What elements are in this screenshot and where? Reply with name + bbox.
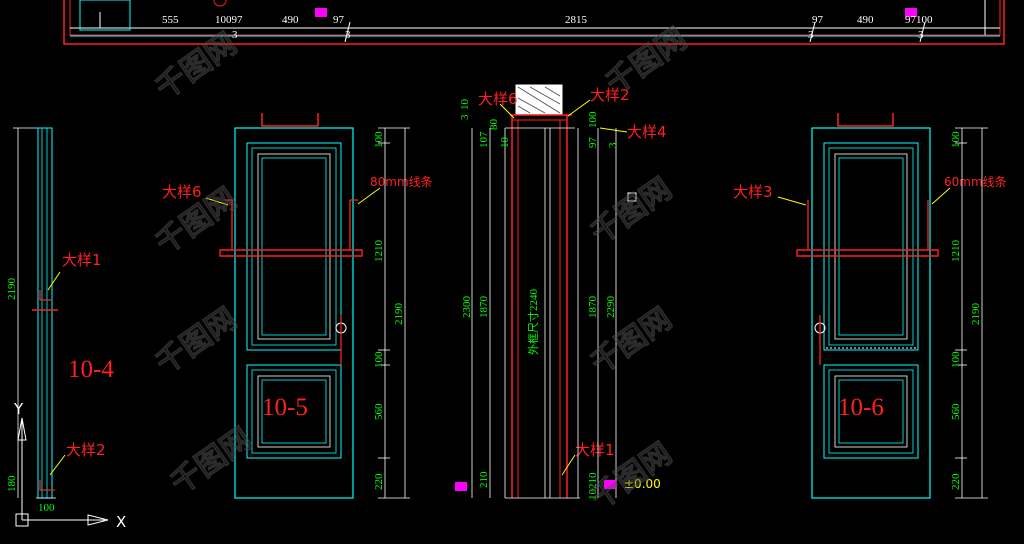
section-callout-detail4: 大样4 xyxy=(627,123,667,141)
door-10-5-dim-5: 220 xyxy=(373,473,385,490)
section-left-210: 210 xyxy=(478,471,490,488)
door-10-5-dimension-chain: 100 1210 100 560 220 2190 xyxy=(373,127,410,499)
top-dim-12: 3 xyxy=(918,29,924,41)
ucs-axis-icon[interactable]: Y X xyxy=(13,400,126,531)
section-right-bottom: 10210 xyxy=(587,472,599,500)
section-top-dim-2: 10 xyxy=(459,99,471,111)
side-bottom-dim: 180 xyxy=(6,475,18,492)
side-height-dim: 2190 xyxy=(6,278,18,301)
door-10-5-dim-4: 560 xyxy=(373,403,385,420)
door-10-6-total: 2190 xyxy=(970,303,982,326)
section-right-top-3: 3 xyxy=(607,142,619,148)
door-10-5-elevation: 大样6 80mm线条 10-5 xyxy=(162,113,433,499)
watermark-5: 千图网 xyxy=(150,301,244,381)
section-left-dims: 3 10 107 80 10 2300 1870 210 xyxy=(455,99,511,498)
top-dim-2: 10097 xyxy=(215,14,243,26)
door-label-10-5: 10-5 xyxy=(262,394,308,421)
top-dim-9: 3 xyxy=(808,29,814,41)
top-dim-10: 490 xyxy=(857,14,874,26)
door-label-10-4: 10-4 xyxy=(68,356,114,383)
top-dim-6: 3 xyxy=(345,29,351,41)
door-10-5-dim-3: 100 xyxy=(373,351,385,368)
door-10-5-dim-2: 1210 xyxy=(373,240,385,263)
ucs-x-label: X xyxy=(116,513,126,531)
frame-size-note: 外框尺寸2240 xyxy=(526,289,540,355)
side-width-dim: 100 xyxy=(38,502,55,514)
watermark-2: 千图网 xyxy=(600,21,694,101)
ucs-y-label: Y xyxy=(13,400,24,418)
section-top-dim-4: 80 xyxy=(488,119,500,131)
top-dim-8: 97 xyxy=(812,14,824,26)
callout-detail3-left: 大样3 xyxy=(733,183,773,201)
watermark-1: 千图网 xyxy=(150,26,244,106)
door-10-6-dim-1: 100 xyxy=(950,131,962,148)
door-10-4-side-view: 2190 大样1 10-4 大样2 180 100 xyxy=(6,127,114,514)
side-callout-detail2: 大样1 xyxy=(62,251,102,269)
section-callout-detail2: 大样2 xyxy=(590,86,630,104)
door-10-6-dimension-chain: 100 1210 100 560 220 2190 xyxy=(950,127,988,499)
door-label-10-6: 10-6 xyxy=(838,394,884,421)
top-dim-11: 97100 xyxy=(905,14,933,26)
door-10-5-dim-1: 100 xyxy=(373,131,385,148)
door-10-6-dim-4: 560 xyxy=(950,403,962,420)
watermark-7: 千图网 xyxy=(165,421,259,501)
top-dim-7: 2815 xyxy=(565,14,588,26)
side-callout-detail1: 大样2 xyxy=(66,441,106,459)
section-right-dims: 97 100 3 1870 2290 10210 ±0.00 xyxy=(577,111,661,500)
top-dim-3: 3 xyxy=(232,29,238,41)
section-right-top-1: 97 xyxy=(587,137,599,149)
section-right-top-2: 100 xyxy=(587,111,599,128)
section-right-total: 2290 xyxy=(605,296,617,319)
door-10-6-dim-5: 220 xyxy=(950,473,962,490)
callout-60mm-molding: 60mm线条 xyxy=(944,175,1007,189)
section-left-1870: 1870 xyxy=(478,296,490,319)
top-elevation-strip: 555 10097 3 490 97 3 2815 97 3 490 97100… xyxy=(63,0,1005,45)
section-top-dim-3: 107 xyxy=(478,131,490,148)
door-10-6-elevation: 大样3 60mm线条 10-6 xyxy=(733,113,1007,499)
callout-80mm-molding: 80mm线条 xyxy=(370,175,433,189)
door-10-6-dim-3: 100 xyxy=(950,351,962,368)
top-dim-1: 555 xyxy=(162,14,179,26)
section-callout-detail1: 大样1 xyxy=(575,441,615,459)
section-left-total: 2300 xyxy=(461,296,473,319)
door-10-6-dim-2: 1210 xyxy=(950,240,962,263)
section-top-dim-1: 3 xyxy=(459,114,471,120)
watermark-4: 千图网 xyxy=(585,171,679,251)
top-dim-4: 490 xyxy=(282,14,299,26)
section-right-1870: 1870 xyxy=(587,296,599,319)
top-dim-5: 97 xyxy=(333,14,345,26)
section-callout-detail6: 大样6 xyxy=(478,90,518,108)
door-10-5-total: 2190 xyxy=(393,303,405,326)
door-frame-section: 外框尺寸2240 大样6 大样2 大样4 大样1 xyxy=(478,84,667,499)
floor-level-mark: ±0.00 xyxy=(624,477,661,491)
callout-detail6-left: 大样6 xyxy=(162,183,202,201)
section-top-dim-5: 10 xyxy=(499,137,511,149)
